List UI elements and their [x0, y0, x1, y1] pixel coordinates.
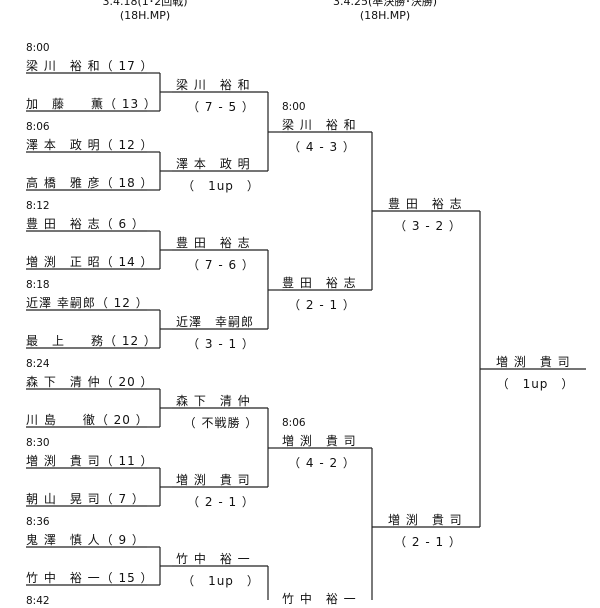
match-time: 8:30 [26, 437, 50, 449]
round2-winner: 増 渕 貴 司 [176, 473, 251, 487]
match-score: （ 3 - 2 ） [394, 219, 462, 233]
match-score: （ 7 - 6 ） [187, 258, 255, 272]
quarterfinal-winner: 梁 川 裕 和 [282, 118, 357, 132]
player-entry: 竹 中 裕 一（ 15 ） [26, 571, 154, 585]
match-time: 8:42 [26, 595, 50, 607]
match-time: 8:06 [26, 121, 50, 133]
semifinal-winner: 豊 田 裕 志 [388, 197, 463, 211]
semifinal-winner: 増 渕 貴 司 [388, 513, 463, 527]
player-entry: 最 上 務（ 12 ） [26, 334, 157, 348]
player-entry: 豊 田 裕 志（ 6 ） [26, 217, 145, 231]
match-time: 8:24 [26, 358, 50, 370]
round2-winner: 森 下 清 仲 [176, 394, 251, 408]
match-time: 8:00 [26, 42, 50, 54]
player-entry: 加 藤 薫（ 13 ） [26, 97, 157, 111]
quarterfinal-winner: 竹 中 裕 一 [282, 592, 357, 606]
player-entry: 朝 山 晃 司（ 7 ） [26, 492, 145, 506]
player-entry: 近澤 幸嗣郎（ 12 ） [26, 296, 149, 310]
round12-date: 3.4.18(1･2回戦) [102, 0, 188, 8]
match-score: （ 2 - 1 ） [187, 495, 255, 509]
final-rounds-venue: (18H.MP) [359, 9, 411, 22]
match-score: （ 1up ） [182, 179, 260, 193]
match-score: （ 1up ） [182, 574, 260, 588]
round2-winner: 梁 川 裕 和 [176, 78, 251, 92]
match-time: 8:06 [282, 417, 306, 429]
match-time: 8:00 [282, 101, 306, 113]
player-entry: 森 下 清 仲（ 20 ） [26, 375, 154, 389]
round12-venue: (18H.MP) [119, 9, 171, 22]
quarterfinal-winner: 増 渕 貴 司 [282, 434, 357, 448]
match-score: （ 3 - 1 ） [187, 337, 255, 351]
player-entry: 澤 本 政 明（ 12 ） [26, 138, 154, 152]
match-time: 8:18 [26, 279, 50, 291]
round2-winner: 豊 田 裕 志 [176, 236, 251, 250]
match-score: （ 2 - 1 ） [394, 535, 462, 549]
match-score: （ 4 - 2 ） [288, 456, 356, 470]
match-score: （ 4 - 3 ） [288, 140, 356, 154]
round2-winner: 近澤 幸嗣郎 [176, 315, 255, 329]
player-entry: 高 橋 雅 彦（ 18 ） [26, 176, 154, 190]
match-score: （ 不戦勝 ） [183, 416, 259, 430]
player-entry: 増 渕 正 昭（ 14 ） [26, 255, 154, 269]
final-rounds-date: 3.4.25(準決勝･決勝) [332, 0, 438, 8]
player-entry: 梁 川 裕 和（ 17 ） [26, 59, 154, 73]
champion-name: 増 渕 貴 司 [496, 355, 571, 369]
round2-winner: 竹 中 裕 一 [176, 552, 251, 566]
final-score: （ 1up ） [496, 377, 575, 391]
quarterfinal-winner: 豊 田 裕 志 [282, 276, 357, 290]
player-entry: 増 渕 貴 司（ 11 ） [26, 454, 154, 468]
match-score: （ 7 - 5 ） [187, 100, 255, 114]
match-time: 8:12 [26, 200, 50, 212]
match-time: 8:36 [26, 516, 50, 528]
round2-winner: 澤 本 政 明 [176, 157, 251, 171]
match-score: （ 2 - 1 ） [288, 298, 356, 312]
player-entry: 鬼 澤 慎 人（ 9 ） [26, 533, 145, 547]
player-entry: 川 島 徹（ 20 ） [26, 413, 149, 427]
